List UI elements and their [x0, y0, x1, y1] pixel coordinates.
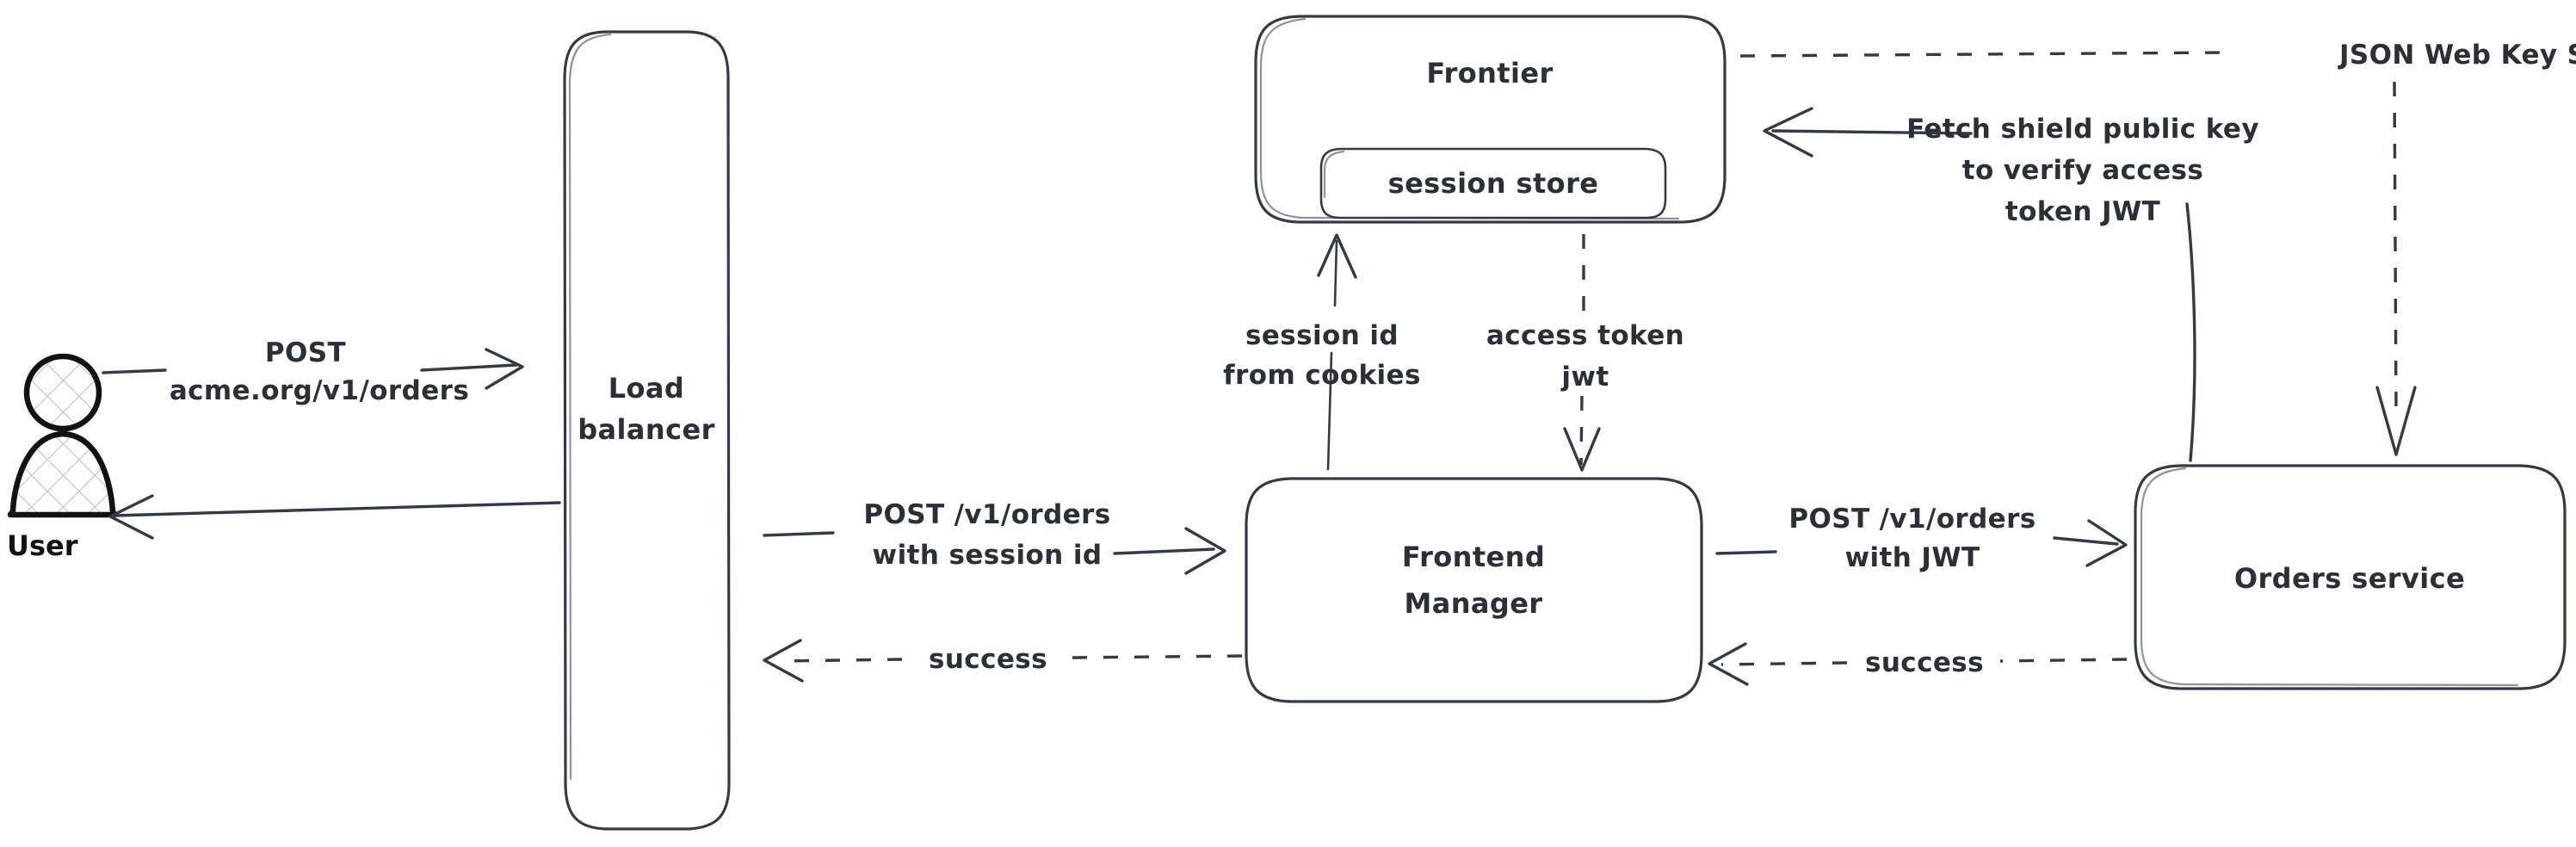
edge-label-fetch-line3: token JWT	[2005, 196, 2160, 227]
frontend-manager-label-line2: Manager	[1404, 587, 1542, 620]
edge-load-balancer-to-user	[108, 494, 561, 540]
edge-label-access-token: access token	[1486, 320, 1684, 351]
user-label: User	[7, 529, 78, 562]
edge-label-session-id: session id	[1245, 320, 1399, 351]
edge-label-fetch-line2: to verify access	[1962, 155, 2204, 186]
user-node[interactable]: User	[7, 353, 118, 562]
load-balancer-label-line1: Load	[608, 372, 684, 405]
load-balancer-node[interactable]: Load balancer	[563, 30, 731, 831]
edge-label-fetch-line1: Fetch shield public key	[1906, 114, 2259, 145]
edge-frontend-manager-to-load-balancer: success	[763, 639, 1243, 683]
edge-label-with-jwt: with JWT	[1844, 542, 1980, 573]
edge-load-balancer-to-frontend-manager: POST /v1/orders with session id	[763, 499, 1226, 575]
edge-orders-service-to-frontier: Fetch shield public key to verify access…	[1763, 107, 2259, 462]
edge-frontier-to-orders-service: JSON Web Key Set	[1739, 40, 2576, 456]
orders-service-node[interactable]: Orders service	[2134, 464, 2567, 690]
edge-label-post-v1-orders-a: POST /v1/orders	[863, 499, 1110, 530]
session-store-node[interactable]: session store	[1319, 147, 1667, 219]
edge-user-to-load-balancer: POST acme.org/v1/orders	[102, 337, 524, 406]
orders-service-label: Orders service	[2234, 562, 2465, 595]
frontier-label: Frontier	[1426, 57, 1553, 90]
frontier-node[interactable]: Frontier session store	[1254, 15, 1727, 224]
edge-label-jwks: JSON Web Key Set	[2338, 40, 2576, 71]
edge-label-from-cookies: from cookies	[1223, 360, 1421, 391]
edge-label-post: POST	[265, 337, 346, 368]
edge-orders-service-to-frontend-manager: success	[1708, 642, 2128, 686]
edge-label-acme-orders: acme.org/v1/orders	[170, 375, 469, 406]
frontend-manager-node[interactable]: Frontend Manager	[1245, 477, 1703, 703]
person-icon	[7, 353, 118, 518]
frontend-manager-label-line1: Frontend	[1402, 541, 1545, 573]
edge-label-post-v1-orders-b: POST /v1/orders	[1788, 504, 2035, 535]
edge-label-success-right: success	[1865, 647, 1984, 678]
session-store-label: session store	[1388, 167, 1599, 200]
edge-label-with-session-id: with session id	[873, 540, 1103, 571]
load-balancer-label-line2: balancer	[578, 413, 715, 446]
edge-label-success-left: success	[929, 644, 1047, 675]
edge-label-jwt: jwt	[1560, 362, 1609, 393]
edge-frontier-to-frontend-manager: access token jwt	[1486, 234, 1684, 472]
edge-frontend-manager-to-frontier: session id from cookies	[1223, 233, 1421, 471]
edge-frontend-manager-to-orders-service: POST /v1/orders with JWT	[1715, 504, 2128, 573]
